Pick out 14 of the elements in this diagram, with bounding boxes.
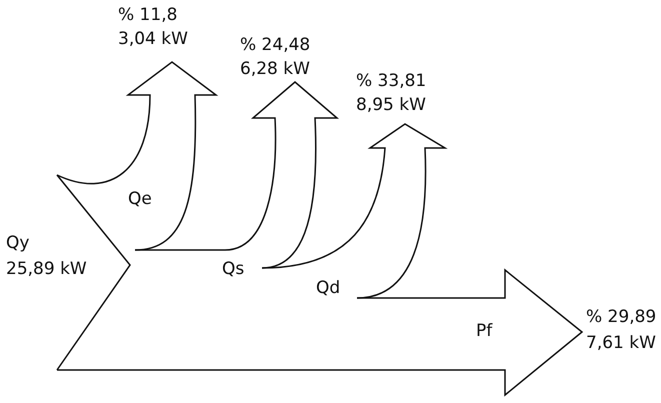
flow-name: Qe [128, 188, 152, 210]
flow-name: Qd [316, 277, 340, 299]
power-value: 3,04 kW [118, 28, 188, 50]
power-value: 6,28 kW [240, 58, 310, 80]
percent-value: % 11,8 [118, 4, 178, 26]
flow-name: Qy [6, 232, 30, 254]
power-value: 8,95 kW [356, 94, 426, 116]
flow-name: Qs [222, 258, 244, 280]
power-value: 7,61 kW [586, 332, 656, 354]
percent-value: % 29,89 [586, 306, 656, 328]
percent-value: % 33,81 [356, 70, 426, 92]
percent-value: % 24,48 [240, 34, 310, 56]
power-value: 25,89 kW [6, 258, 87, 280]
flow-name: Pf [476, 320, 492, 342]
